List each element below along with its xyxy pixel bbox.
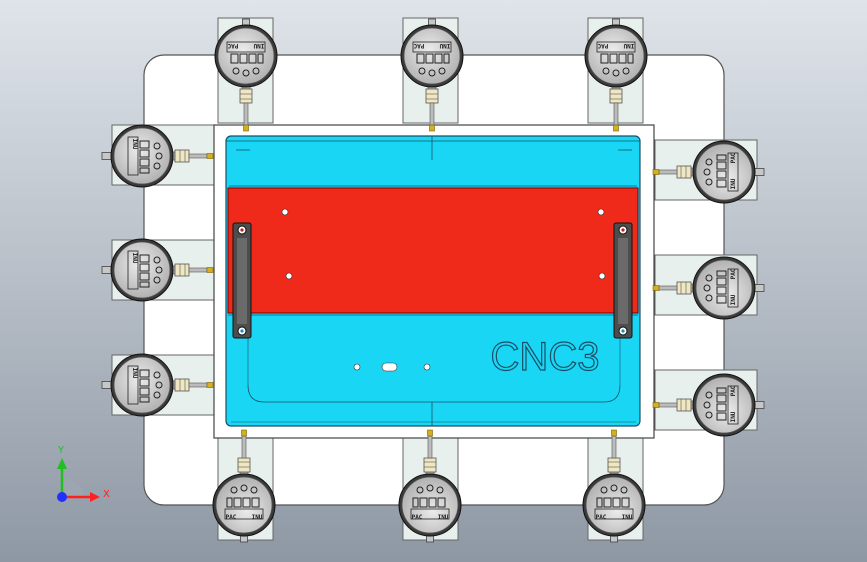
dial-gauge-top-center: PAC INU	[400, 18, 464, 132]
x-axis-arrow-icon	[90, 492, 100, 502]
gauge-label: INU	[623, 42, 634, 49]
axis-triad[interactable]: X Y	[57, 445, 110, 502]
gauge-label: PAC	[730, 268, 737, 279]
axis-triad-arc	[62, 477, 84, 497]
slot-hole	[381, 362, 398, 372]
gauge-label: PAC	[227, 42, 238, 49]
gauge-label: INU	[730, 294, 737, 305]
gauge-label: INU	[622, 514, 633, 521]
dial-gauge-right-bottom: INU PAC	[652, 373, 765, 437]
gauge-label: INU	[131, 253, 138, 264]
dial-gauge-bottom-center: PAC INU	[398, 429, 462, 543]
dial-gauge-top-right: PAC INU	[584, 18, 648, 132]
gauge-label: PAC	[730, 152, 737, 163]
gauge-label: INU	[438, 514, 449, 521]
dial-gauge-right-top: INU PAC	[652, 140, 765, 204]
gauge-label: INU	[253, 42, 264, 49]
dial-gauge-left-bottom: INU	[101, 353, 214, 417]
mounting-hole	[353, 363, 361, 371]
mounting-hole	[423, 363, 431, 371]
mounting-hole	[281, 208, 289, 216]
mounting-hole	[597, 208, 605, 216]
dial-gauge-left-middle: INU	[101, 238, 214, 302]
z-axis-dot	[57, 492, 67, 502]
dial-gauge-top-left: PAC INU	[214, 18, 278, 132]
gauge-label: PAC	[597, 42, 608, 49]
clamp-left	[232, 222, 252, 339]
clamp-right	[613, 222, 633, 339]
gauge-label: PAC	[412, 514, 423, 521]
gauge-label: PAC	[730, 385, 737, 396]
gauge-label: INU	[252, 514, 263, 521]
y-axis-label: Y	[57, 445, 65, 456]
gauge-label: INU	[131, 368, 138, 379]
mounting-hole	[598, 272, 606, 280]
gauge-label: INU	[730, 178, 737, 189]
mounting-hole	[285, 272, 293, 280]
dial-gauge-bottom-right: PAC INU	[582, 429, 646, 543]
dial-gauge-bottom-left: PAC INU	[212, 429, 276, 543]
x-axis-label: X	[103, 489, 110, 500]
dial-gauge-left-top: INU	[101, 124, 214, 188]
workpiece-red-section	[227, 187, 639, 314]
gauge-label: INU	[730, 411, 737, 422]
workpiece: CNC3	[225, 135, 641, 427]
gauge-label: INU	[439, 42, 450, 49]
dial-gauge-right-middle: INU PAC	[652, 256, 765, 320]
gauge-label: PAC	[596, 514, 607, 521]
gauge-label: INU	[131, 139, 138, 150]
part-label: CNC3	[491, 335, 600, 379]
gauge-label: PAC	[226, 514, 237, 521]
y-axis-arrow-icon	[57, 458, 67, 469]
gauge-label: PAC	[413, 42, 424, 49]
